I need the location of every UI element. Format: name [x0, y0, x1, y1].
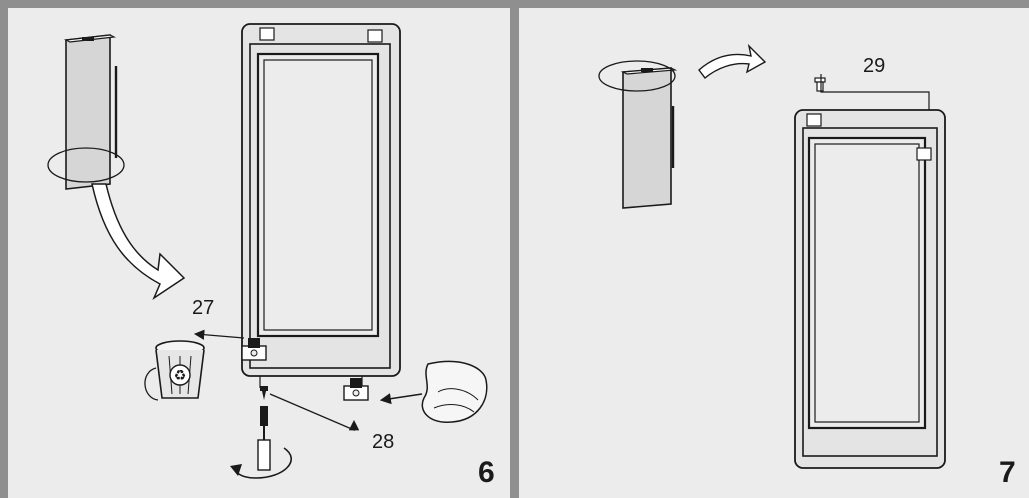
panel-step-6: ♻ — [8, 8, 510, 498]
door-panel — [598, 60, 678, 209]
rotate-arrow-icon — [230, 447, 292, 479]
callout-27: 27 — [192, 297, 215, 319]
step-6-illustration: ♻ — [47, 23, 488, 479]
callout-28: 28 — [372, 431, 395, 453]
curved-arrow — [91, 183, 186, 301]
screwdriver — [257, 406, 271, 471]
curved-arrow — [698, 43, 767, 80]
step-number-6: 6 — [478, 456, 495, 489]
step-number-7: 7 — [999, 456, 1016, 489]
hinge-bracket-new — [343, 378, 369, 401]
door-frame — [794, 109, 946, 469]
screw — [260, 386, 268, 400]
recycle-bin: ♻ — [144, 340, 205, 401]
hinge-bracket — [241, 338, 267, 361]
door-panel — [47, 34, 125, 190]
door-frame — [241, 23, 401, 392]
panel-step-7: 29 7 — [519, 8, 1029, 498]
hinge-pin — [814, 77, 826, 92]
parts-bag — [421, 360, 488, 423]
step-7-illustration — [598, 43, 946, 469]
recycle-icon: ♻ — [174, 368, 187, 384]
callout-29: 29 — [863, 55, 886, 77]
